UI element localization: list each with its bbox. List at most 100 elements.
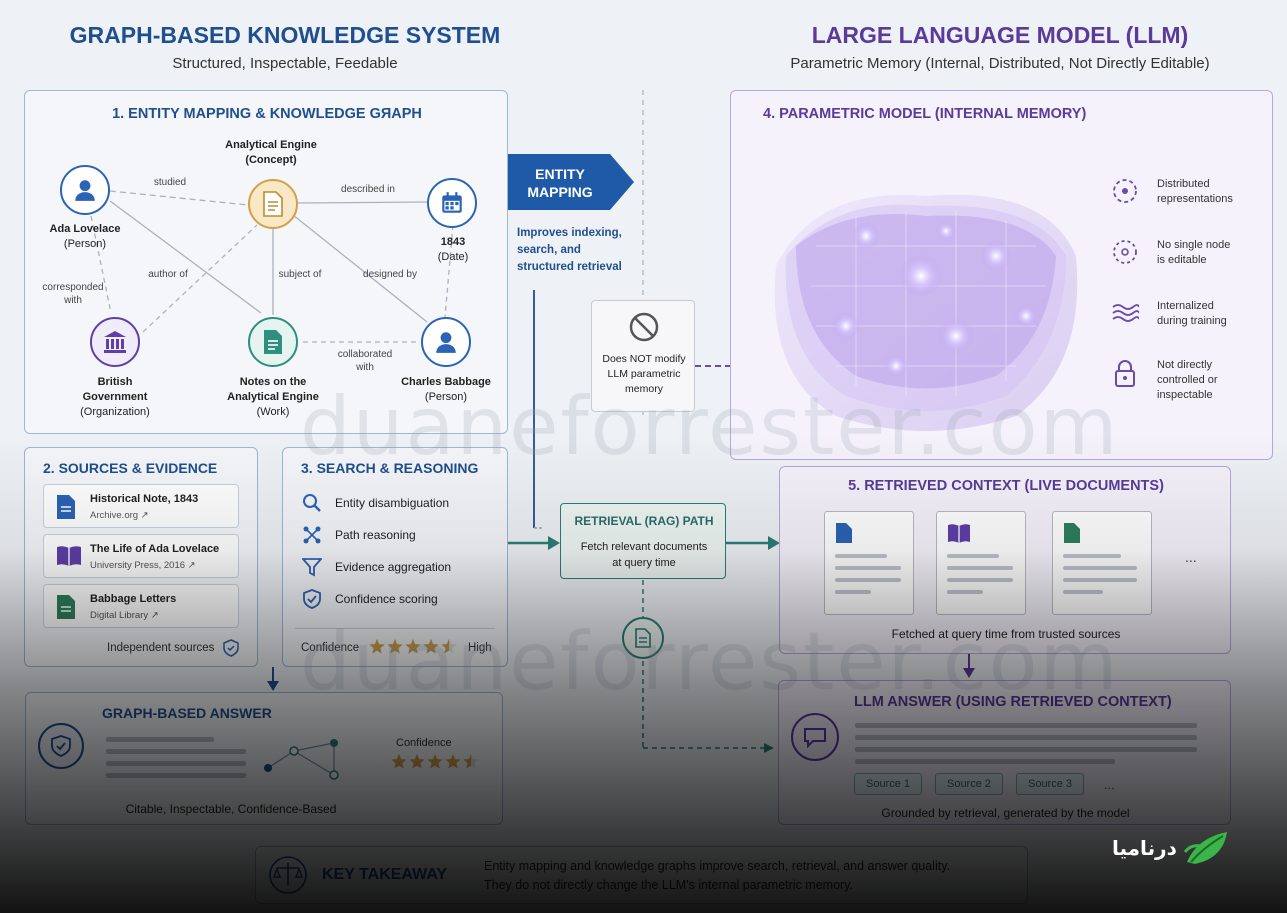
- panel5-title: 5. RETRIEVED CONTEXT (LIVE DOCUMENTS): [848, 478, 1164, 494]
- source-card[interactable]: Historical Note, 1843 Archive.org ↗: [43, 484, 239, 528]
- babbage-node-label: Charles Babbage(Person): [401, 376, 491, 403]
- llm-answer-footer: Grounded by retrieval, generated by the …: [881, 806, 1130, 820]
- key-takeaway-panel: KEY TAKEAWAY Entity mapping and knowledg…: [255, 846, 1028, 904]
- letters-document-icon: [57, 595, 75, 619]
- person-icon: [60, 165, 110, 215]
- panel1-title: 1. ENTITY MAPPING & KNOWLEDGE GЯAPH: [112, 106, 422, 122]
- babbage-person-icon: [421, 317, 471, 367]
- answer-line: [106, 761, 246, 766]
- source-chip[interactable]: Source 2: [935, 773, 1003, 795]
- graph-answer-panel: GRAPH-BASED ANSWER Confidence Citable, I…: [25, 692, 503, 825]
- edge-subject-of: subject of: [278, 269, 322, 280]
- entity-mapping-arrow: [508, 154, 634, 210]
- ada-node-label: Ada Lovelace(Person): [49, 223, 121, 250]
- source-card[interactable]: The Life of Ada Lovelace University Pres…: [43, 534, 239, 578]
- graph-answer-footer: Citable, Inspectable, Confidence-Based: [125, 802, 337, 816]
- more-sources-ellipsis: ...: [1104, 777, 1115, 792]
- scales-icon: [269, 856, 307, 894]
- leaf-logo-icon: [1183, 832, 1227, 864]
- graph-answer-stars: [391, 754, 479, 769]
- retrieved-doc-card[interactable]: [936, 511, 1026, 615]
- sources-panel: 2. SOURCES & EVIDENCE Historical Note, 1…: [24, 447, 258, 667]
- left-subtitle: Structured, Inspectable, Feedable: [172, 55, 398, 72]
- takeaway-text: Entity mapping and knowledge graphs impr…: [484, 859, 950, 892]
- distributed-icon: [1113, 179, 1137, 203]
- source-chip[interactable]: Source 1: [854, 773, 922, 795]
- watermark: duaneforrester.com: [300, 615, 1120, 708]
- edge-author-of: author of: [148, 269, 188, 280]
- document-icon: [248, 179, 298, 229]
- answer-line: [855, 723, 1197, 728]
- edge-described-in: described in: [341, 184, 395, 195]
- notes-document-icon: [248, 317, 298, 367]
- rag-path-box: RETRIEVAL (RAG) PATH Fetch relevant docu…: [560, 503, 726, 579]
- reasoning-item: Evidence aggregation: [301, 555, 451, 579]
- answer-line: [106, 749, 246, 754]
- prohibited-icon: [629, 312, 659, 342]
- answer-line: [106, 737, 214, 742]
- waves-icon: [1112, 304, 1139, 322]
- answer-line: [855, 759, 1115, 764]
- book-icon: [948, 524, 970, 543]
- answer-line: [106, 773, 246, 778]
- retrieved-doc-card[interactable]: [824, 511, 914, 615]
- reasoning-item: Path reasoning: [301, 523, 416, 547]
- calendar-icon: [427, 178, 477, 228]
- panel4-title: 4. PARAMETRIC MODEL (INTERNAL MEMORY): [763, 106, 1087, 122]
- shield-check-icon: [303, 589, 321, 609]
- rag-title: RETRIEVAL (RAG) PATH: [574, 514, 714, 528]
- book-icon: [57, 546, 81, 566]
- logo-text: درنامیا: [1112, 836, 1177, 860]
- more-docs-ellipsis: ...: [1185, 549, 1197, 565]
- entity-mapping-panel: 1. ENTITY MAPPING & KNOWLEDGE GЯAPH Ada …: [24, 90, 508, 434]
- document-icon: [57, 495, 75, 519]
- government-building-icon: [90, 317, 140, 367]
- shield-check-icon: [223, 639, 239, 657]
- panel2-title: 2. SOURCES & EVIDENCE: [43, 460, 218, 476]
- retrieved-doc-card[interactable]: [1052, 511, 1152, 615]
- reasoning-item: Entity disambiguation: [301, 491, 449, 515]
- path-nodes-icon: [303, 526, 321, 544]
- takeaway-title: KEY TAKEAWAY: [322, 866, 448, 883]
- document-icon: [836, 523, 852, 543]
- reasoning-item: Confidence scoring: [301, 587, 438, 611]
- independent-sources-label: Independent sources: [107, 642, 215, 654]
- engine-node-label: Analytical Engine(Concept): [225, 139, 317, 166]
- graph-answer-title: GRAPH-BASED ANSWER: [102, 705, 272, 721]
- mini-graph-icon: [264, 739, 339, 780]
- sources-to-answer-arrow: [267, 667, 279, 691]
- watermark: duaneforrester.com: [300, 380, 1120, 473]
- edge-designed-by: designed by: [363, 269, 417, 280]
- star-filled: [445, 754, 461, 769]
- graph-answer-confidence-label: Confidence: [396, 737, 452, 749]
- date-node-label: 1843(Date): [437, 236, 469, 263]
- source-card[interactable]: Babbage Letters Digital Library ↗: [43, 584, 239, 628]
- document-icon: [1064, 523, 1080, 543]
- graph-edges: [90, 190, 454, 343]
- right-title: LARGE LANGUAGE MODEL (LLM): [811, 22, 1189, 48]
- site-logo[interactable]: درنامیا: [1112, 826, 1242, 870]
- star-filled: [391, 754, 407, 769]
- source-chip[interactable]: Source 3: [1016, 773, 1084, 795]
- edge-studied: studied: [153, 177, 187, 188]
- answer-line: [855, 747, 1197, 752]
- neural-network-illustration: [774, 194, 1078, 431]
- right-subtitle: Parametric Memory (Internal, Distributed…: [790, 55, 1210, 72]
- left-title: GRAPH-BASED KNOWLEDGE SYSTEM: [69, 22, 501, 48]
- star-filled: [409, 754, 425, 769]
- answer-line: [855, 735, 1197, 740]
- magnifier-icon: [303, 494, 321, 512]
- node-icon: [1113, 240, 1137, 264]
- star-filled: [427, 754, 443, 769]
- lock-icon: [1115, 360, 1135, 387]
- chat-bubble-icon: [791, 713, 839, 761]
- funnel-icon: [302, 558, 322, 577]
